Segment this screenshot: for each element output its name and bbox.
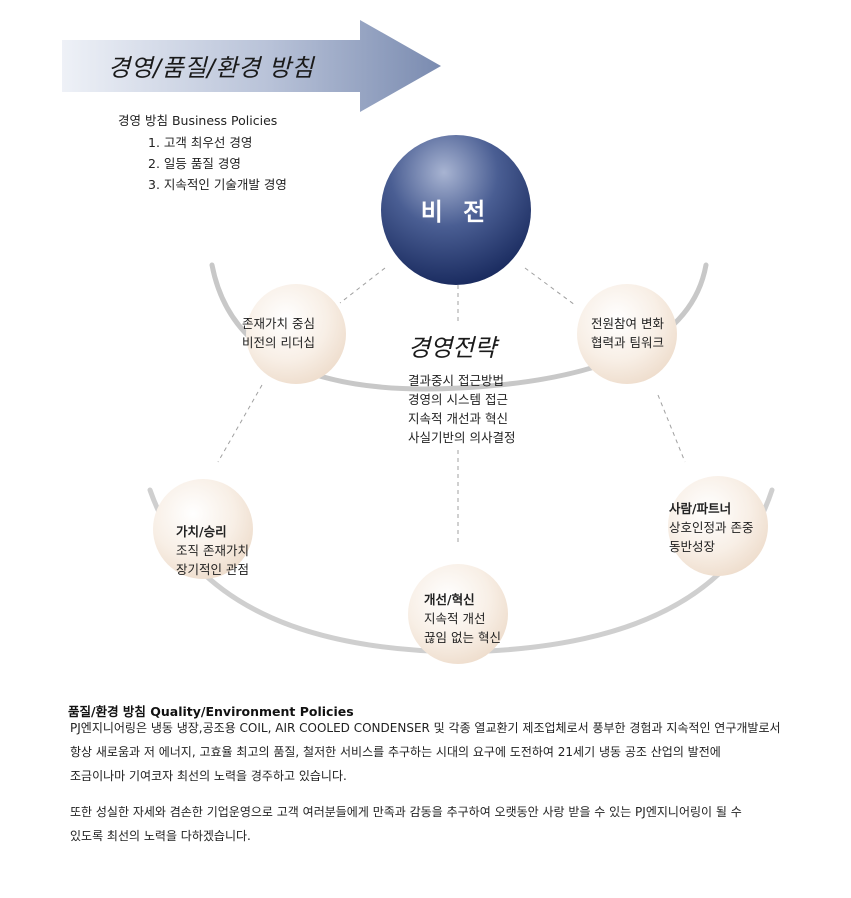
- node-partner-line2: 동반성장: [669, 539, 716, 554]
- strategy-line: 결과중시 접근방법: [408, 373, 504, 388]
- node-innovation-line2: 끊임 없는 혁신: [424, 630, 501, 645]
- node-value-title: 가치/승리: [176, 524, 227, 539]
- strategy-line: 경영의 시스템 접근: [408, 392, 508, 407]
- business-policies-heading: 경영 방침 Business Policies: [118, 113, 278, 128]
- node-innovation-title: 개선/혁신: [424, 592, 475, 607]
- node-circle-leadership: [246, 284, 346, 384]
- business-policy-item: 3. 지속적인 기술개발 경영: [148, 177, 287, 192]
- node-participation: 전원참여 변화 협력과 팀워크: [580, 314, 675, 352]
- node-circle-innovation: [408, 564, 508, 664]
- node-value: 가치/승리 조직 존재가치 장기적인 관점: [176, 522, 249, 579]
- quality-paragraph-line: PJ엔지니어링은 냉동 냉장,공조용 COIL, AIR COOLED COND…: [70, 721, 781, 735]
- connector-lines: [217, 267, 686, 545]
- node-partner-title: 사람/파트너: [669, 501, 732, 516]
- banner-title: 경영/품질/환경 방침: [108, 54, 314, 82]
- node-partner-line1: 상호인정과 존중: [669, 520, 754, 535]
- quality-paragraph-line: 또한 성실한 자세와 겸손한 기업운영으로 고객 여러분들에게 만족과 감동을 …: [70, 805, 742, 819]
- node-value-line1: 조직 존재가치: [176, 543, 249, 558]
- strategy-line: 사실기반의 의사결정: [408, 430, 516, 445]
- business-policy-item: 2. 일등 품질 경영: [148, 156, 241, 171]
- node-participation-line2: 협력과 팀워크: [591, 335, 664, 350]
- node-leadership-line2: 비전의 리더십: [242, 335, 315, 350]
- node-circle-participation: [577, 284, 677, 384]
- node-innovation: 개선/혁신 지속적 개선 끊임 없는 혁신: [424, 590, 501, 647]
- business-policy-item: 1. 고객 최우선 경영: [148, 135, 253, 150]
- vision-label: 비 전: [420, 198, 492, 226]
- node-leadership: 존재가치 중심 비전의 리더십: [242, 314, 315, 352]
- quality-policies-heading: 품질/환경 방침 Quality/Environment Policies: [68, 704, 354, 719]
- vision-sphere: [381, 135, 531, 285]
- quality-paragraph-line: 항상 새로움과 저 에너지, 고효율 최고의 품질, 철저한 서비스를 추구하는…: [70, 745, 721, 759]
- strategy-line: 지속적 개선과 혁신: [408, 411, 508, 426]
- node-innovation-line1: 지속적 개선: [424, 611, 486, 626]
- node-circle-partner: [668, 476, 768, 576]
- node-participation-line1: 전원참여 변화: [591, 316, 664, 331]
- quality-paragraph-line: 조금이나마 기여코자 최선의 노력을 경주하고 있습니다.: [70, 769, 347, 783]
- strategy-title: 경영전략: [408, 334, 497, 362]
- node-partner: 사람/파트너 상호인정과 존중 동반성장: [669, 499, 753, 556]
- node-value-line2: 장기적인 관점: [176, 562, 249, 577]
- quality-paragraph-line: 있도록 최선의 노력을 다하겠습니다.: [70, 829, 251, 843]
- node-leadership-line1: 존재가치 중심: [242, 316, 315, 331]
- node-circle-value: [153, 479, 253, 579]
